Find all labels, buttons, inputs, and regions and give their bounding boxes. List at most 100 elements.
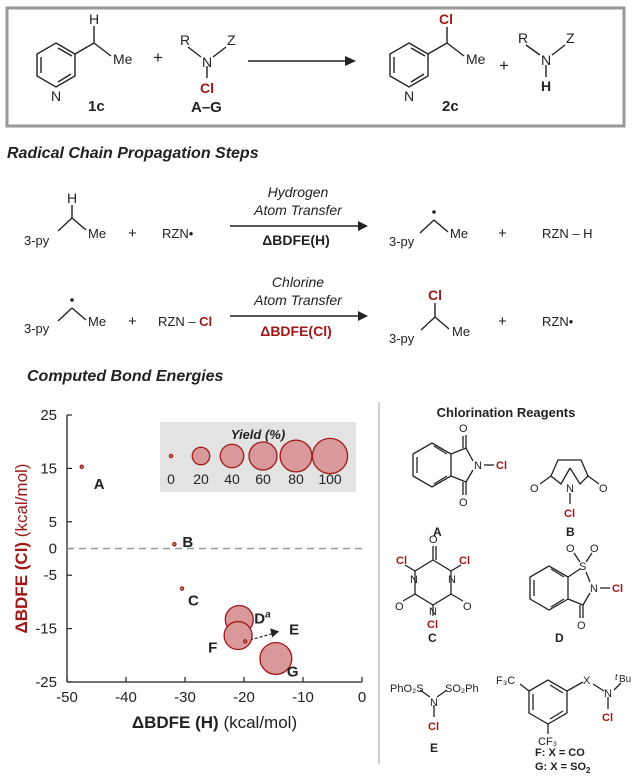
point-label-C: C (188, 593, 199, 610)
reagent-E-Cl: Cl (428, 721, 439, 733)
reagent-FG-structure: F₃C CF₃ X N t Bu Cl (496, 672, 631, 748)
step1-line2: Atom Transfer (253, 202, 343, 218)
reaction-scheme: N H Me 1c + R N Z Cl A–G N (5, 6, 626, 128)
yield-legend-value: 20 (193, 471, 209, 487)
step1-energy: ΔBDFE(H) (262, 232, 330, 248)
product1-label: 2c (442, 98, 459, 115)
step2-arrow (230, 311, 368, 321)
x-tick-label: 0 (358, 689, 366, 706)
y-tick-label: 5 (49, 514, 57, 531)
reagent-B-structure: O O N Cl (530, 459, 608, 520)
step2-product-Me: Me (452, 324, 470, 339)
byproduct-H: H (541, 78, 551, 94)
byproduct-structure (525, 44, 566, 77)
reagent-C-Cl2: Cl (459, 555, 470, 567)
yield-legend-marker (311, 437, 349, 475)
step2-line2: Atom Transfer (253, 292, 343, 308)
reagent-structure (187, 46, 227, 78)
reagent-E-right: SO₂Ph (445, 683, 479, 695)
x-tick-label: -30 (174, 689, 196, 706)
yield-legend-value: 60 (255, 471, 271, 487)
reagent-A-Cl: Cl (496, 460, 507, 472)
point-label-A: A (94, 476, 105, 493)
reagent-D-O3: O (577, 620, 586, 632)
step1-reagent: RZN• (162, 226, 194, 241)
reaction-arrow (248, 56, 356, 66)
product-Me-group: Me (466, 51, 486, 67)
point-label-E: E (289, 621, 299, 638)
point-label-B: B (182, 534, 193, 551)
y-tick-label: -25 (35, 674, 57, 691)
E-arrow-head (270, 628, 280, 638)
reagent-D-label: D (555, 631, 564, 645)
reagent-A-N: N (474, 460, 482, 472)
y-axis-label: ΔBDFE (Cl) (kcal/mol) (12, 464, 31, 634)
yield-legend-marker (191, 446, 211, 466)
data-point-G (259, 641, 293, 676)
yield-legend-marker (248, 441, 278, 471)
step1-arrow (230, 221, 368, 231)
x-tick-label: -40 (115, 689, 137, 706)
y-tick-label: 15 (40, 460, 57, 477)
byproduct-Z: Z (566, 30, 575, 46)
reagent-FG-X: X (583, 675, 591, 687)
reagent-B-O2: O (599, 483, 608, 495)
step2-product-3py: 3-py (389, 331, 415, 346)
point-label-D: Da (254, 610, 271, 628)
reagent-N: N (202, 54, 212, 70)
plus-sign-2: + (499, 56, 509, 75)
step1-substrate-Me: Me (88, 226, 106, 241)
reagent-C-label: C (428, 631, 437, 645)
pyridine-N-atom: N (51, 88, 61, 104)
step1-product-Me: Me (450, 226, 468, 241)
propagation-heading: Radical Chain Propagation Steps (7, 145, 259, 162)
x-axis-label: ΔBDFE (H) (kcal/mol) (132, 713, 297, 732)
data-point-B (172, 541, 177, 547)
reagent-E-left: PhO₂S (390, 683, 424, 695)
step2-byproduct: RZN• (542, 314, 574, 329)
step2-reagent: RZN – Cl (158, 314, 212, 329)
yield-legend-value: 0 (167, 471, 175, 487)
reagent-Z: Z (227, 32, 236, 48)
step2-substrate-3py: 3-py (24, 321, 50, 336)
reagent-D-S: S (579, 561, 586, 573)
reagent-A-label: A (433, 525, 442, 539)
step2-product-Cl: Cl (428, 287, 442, 303)
pyridine-1c-structure (36, 26, 112, 88)
step1-radical-dot (432, 210, 436, 214)
reagent-FG-tBu-Bu: Bu (619, 674, 631, 685)
reagent-B-N: N (566, 483, 574, 495)
step2-radical-dot (70, 298, 74, 302)
yield-legend-marker (168, 453, 174, 459)
propagation-step-2: 3-py Me + RZN – Cl Chlorine Atom Transfe… (24, 274, 574, 346)
reagent-B-label: B (566, 525, 575, 539)
pyridine-2c-structure (389, 27, 465, 88)
step1-byproduct: RZN – H (542, 226, 593, 241)
1c-H-atom: H (89, 11, 99, 27)
reagent-C-structure: O O O N N N Cl Cl Cl (395, 534, 472, 631)
reagent-C-O2: O (463, 601, 472, 613)
reagent-C-Cl3: Cl (427, 619, 438, 631)
reagent-G-label: G: X = SO2 (535, 761, 591, 775)
reagent-D-N: N (590, 583, 598, 595)
step2-line1: Chlorine (272, 274, 324, 290)
step1-product-3py: 3-py (389, 234, 415, 249)
step2-substrate-Me: Me (88, 314, 106, 329)
x-tick-label: -20 (233, 689, 255, 706)
data-point-E (242, 639, 248, 644)
reagent-C-Cl1: Cl (396, 555, 407, 567)
reagent-F-label: F: X = CO (535, 747, 585, 759)
yield-legend-marker (279, 439, 313, 473)
data-point-C (179, 586, 185, 591)
data-point-F (223, 620, 253, 651)
reagent-C-N3: N (429, 606, 437, 618)
reagent-FG-Cl: Cl (602, 712, 613, 724)
y-tick-label: 25 (40, 407, 57, 424)
step1-substrate-H: H (67, 190, 77, 206)
step1-substrate-3py: 3-py (24, 233, 50, 248)
reactant1-label: 1c (88, 98, 105, 115)
reagent-R: R (180, 32, 190, 48)
reagent-B-O1: O (530, 483, 539, 495)
